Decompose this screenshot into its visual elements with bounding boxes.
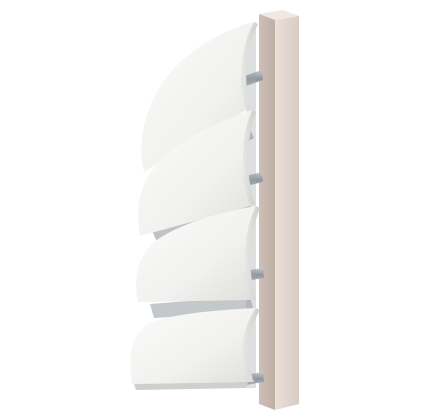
blade-2-face <box>138 110 252 236</box>
blade-4 <box>130 308 260 390</box>
blade-4-bottom-shadow <box>134 382 248 390</box>
blade-2-edge <box>242 110 256 206</box>
blade-3-edge <box>244 206 260 300</box>
blade-4-face <box>130 308 256 384</box>
blade-4-edge <box>241 308 260 382</box>
frame-top <box>259 10 299 20</box>
blade-1-edge <box>241 22 258 110</box>
frame-front <box>275 16 299 410</box>
frame <box>259 10 299 410</box>
blade-3-face <box>136 206 256 302</box>
frame-inner-side <box>259 14 275 410</box>
blade-1-face <box>141 22 254 172</box>
